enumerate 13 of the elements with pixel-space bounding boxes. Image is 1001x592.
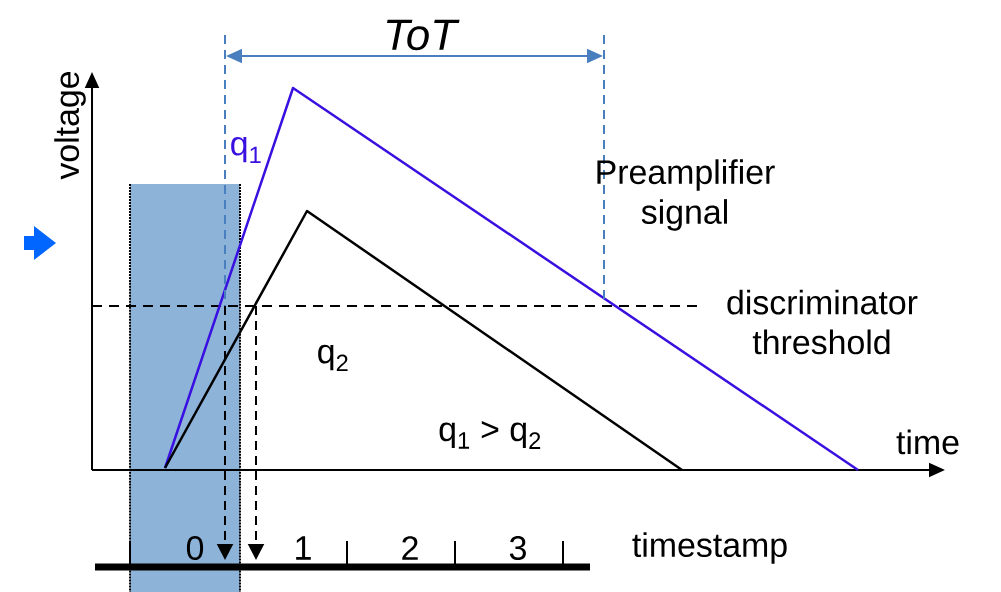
threshold-label: discriminator threshold	[727, 289, 918, 355]
axis-label: voltage	[54, 71, 86, 180]
signal-label: q$_{2}$	[318, 344, 348, 372]
comparison-label: q$_{1}$ > q$_{2}$	[439, 421, 541, 449]
signal-label: Preamplifier signal	[597, 159, 775, 231]
signal-label: q$_{1}$	[231, 137, 261, 163]
tick-label: 3	[509, 536, 526, 560]
axis-label: time	[896, 429, 959, 455]
tick-label: 2	[402, 536, 418, 560]
axis-label: timestamp	[632, 532, 787, 564]
tick-label: 0	[186, 536, 204, 560]
tick-label: 1	[296, 536, 311, 560]
dimension-label: ToT	[387, 19, 460, 51]
